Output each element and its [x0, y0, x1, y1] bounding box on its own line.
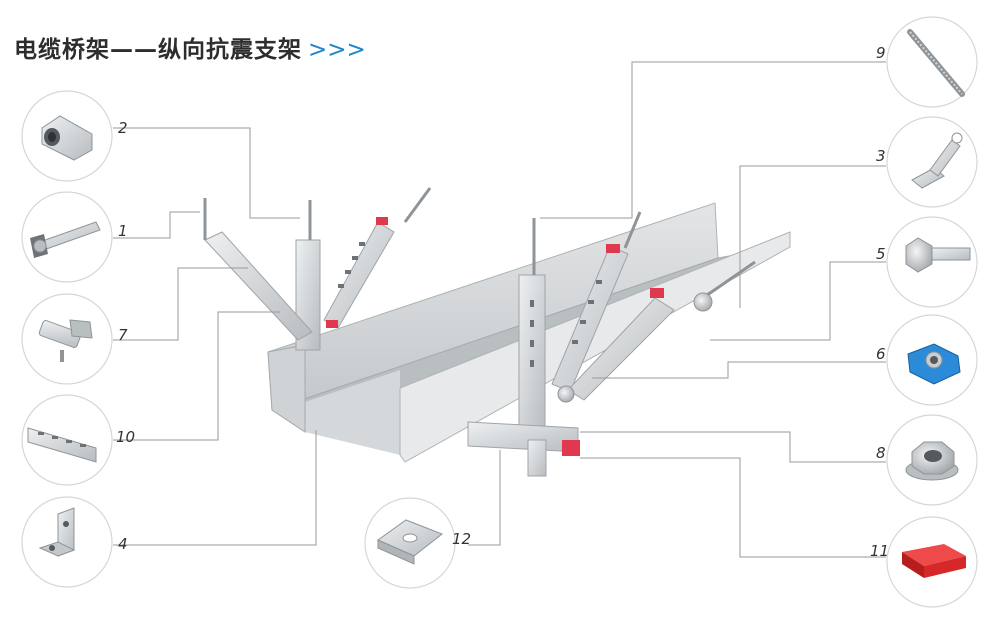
callout-label-5: 5 [876, 245, 886, 263]
callout-9: 9 [876, 16, 978, 108]
callout-12: 12 [364, 497, 471, 589]
callout-8: 8 [876, 414, 978, 506]
callout-label-11: 11 [870, 542, 889, 560]
title-text: 电缆桥架——纵向抗震支架 [14, 37, 302, 63]
coupling-nut-icon [41, 115, 93, 161]
callout-4: 4 [21, 496, 128, 588]
callout-label-4: 4 [118, 535, 128, 553]
callout-1: 1 [21, 191, 128, 283]
callout-label-10: 10 [116, 428, 135, 446]
flange-nut-icon [905, 441, 959, 481]
channel-nut-icon [907, 343, 961, 385]
callout-label-9: 9 [876, 44, 886, 62]
callout-label-2: 2 [118, 119, 128, 137]
hex-bolt-icon [905, 237, 971, 273]
callout-label-12: 12 [452, 530, 471, 548]
angle-bracket-icon [38, 507, 76, 557]
anchor-bolt-icon [30, 221, 101, 258]
callout-label-8: 8 [876, 444, 886, 462]
page-title: 电缆桥架——纵向抗震支架>>> [14, 30, 366, 64]
cable-tray-assembly [203, 187, 791, 477]
callout-5: 5 [876, 216, 978, 308]
callout-10: 10 [21, 394, 135, 486]
hinge-connector-icon [911, 132, 963, 189]
callout-6: 6 [876, 314, 978, 406]
callout-7: 7 [21, 293, 128, 385]
callout-3: 3 [876, 116, 978, 208]
callout-label-7: 7 [118, 326, 128, 344]
channel-fastener-icon [38, 319, 93, 362]
end-cap-icon [902, 544, 966, 578]
callout-11: 11 [870, 516, 978, 608]
threaded-rod-icon [907, 29, 965, 97]
slotted-channel-icon [27, 427, 97, 463]
leader-lines [113, 61, 886, 558]
callout-2: 2 [21, 90, 128, 182]
callout-label-3: 3 [876, 147, 886, 165]
callout-label-6: 6 [876, 345, 886, 363]
channel-washer-icon [376, 519, 443, 565]
title-arrows: >>> [308, 37, 366, 63]
callout-label-1: 1 [118, 222, 128, 240]
